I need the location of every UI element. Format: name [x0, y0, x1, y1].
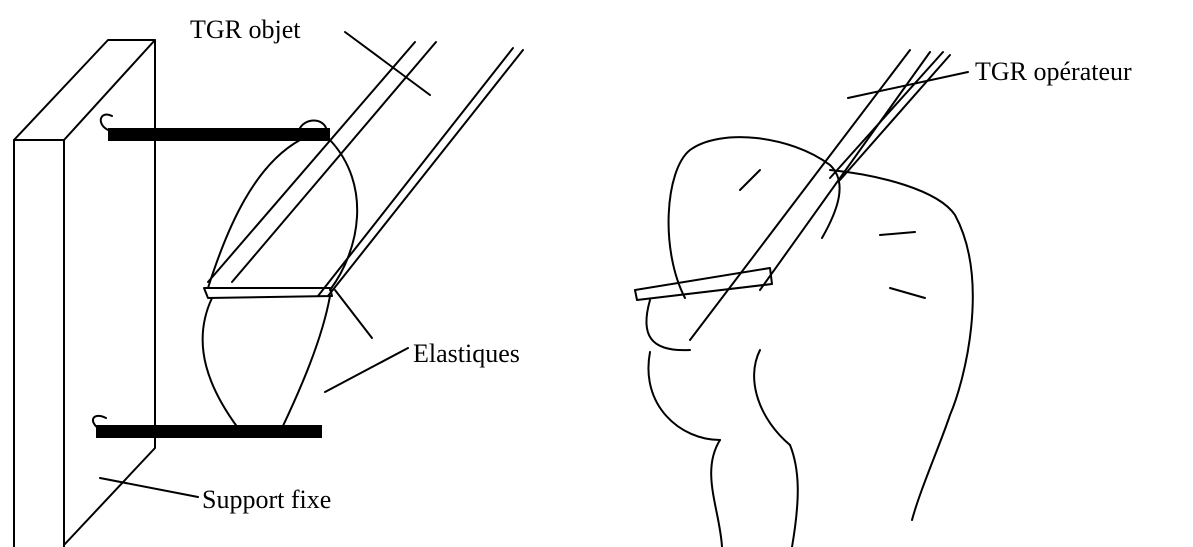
label-support-fixe: Support fixe: [202, 485, 331, 514]
tgr-objet-rod: [208, 42, 523, 296]
elastic-bands: [203, 140, 358, 428]
label-tgr-objet: TGR objet: [190, 15, 301, 44]
fixed-support-board: [14, 40, 155, 547]
label-elastiques: Elastiques: [413, 339, 520, 368]
hand-drawing: [635, 50, 973, 547]
label-tgr-operateur: TGR opérateur: [975, 57, 1132, 86]
lower-rod: [93, 416, 322, 438]
upper-rod: [101, 115, 330, 141]
tgr-objet-plate: [204, 288, 332, 298]
